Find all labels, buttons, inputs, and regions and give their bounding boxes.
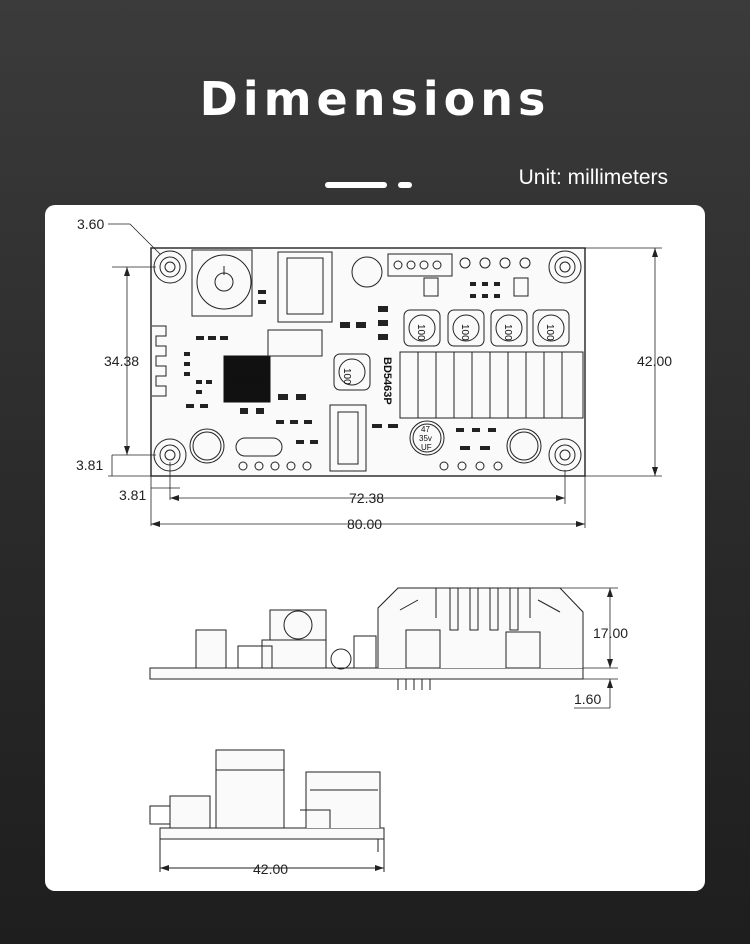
dsp-chip-label: ADSP2 xyxy=(229,375,265,387)
audio-jack xyxy=(329,404,367,472)
end-view xyxy=(149,749,385,872)
dim-hole-offset-horizontal: 3.81 xyxy=(119,487,146,503)
cap-unit: UF xyxy=(421,443,432,452)
decorative-dot xyxy=(398,182,412,188)
dim-hole-diameter: 3.60 xyxy=(77,216,104,232)
dim-pcb-thickness: 1.60 xyxy=(574,691,601,707)
dsp-chip xyxy=(223,355,271,403)
top-view xyxy=(150,247,586,477)
inductor-label: 100 xyxy=(502,324,513,341)
cap-voltage: 35v xyxy=(419,434,432,443)
potentiometer xyxy=(191,249,253,317)
antenna-trace xyxy=(152,325,167,397)
cap-value: 47 xyxy=(421,425,430,434)
dim-hole-spacing-horizontal: 72.38 xyxy=(349,490,384,506)
electrolytic-caps xyxy=(189,420,542,464)
dim-board-height: 42.00 xyxy=(637,353,672,369)
heatsink-top xyxy=(399,351,584,419)
dim-depth: 42.00 xyxy=(253,861,288,877)
side-view xyxy=(149,587,584,690)
pcb-outline xyxy=(150,247,586,477)
inductor-label: 100 xyxy=(459,324,470,341)
inductor-label: 100 xyxy=(415,324,426,341)
dim-total-height: 17.00 xyxy=(593,625,628,641)
dc-jack xyxy=(277,251,333,323)
page-title: Dimensions xyxy=(199,72,551,126)
inductor-label: 100 xyxy=(544,324,555,341)
side-connector xyxy=(267,329,323,357)
dimension-arrows xyxy=(124,248,658,527)
dim-hole-spacing-vertical: 34.38 xyxy=(104,353,139,369)
dim-hole-offset-vertical: 3.81 xyxy=(76,457,103,473)
inductor-label: 100 xyxy=(341,368,352,385)
pcb-end xyxy=(159,827,385,840)
inductors xyxy=(333,309,570,391)
dim-board-width: 80.00 xyxy=(347,516,382,532)
top-connector xyxy=(387,253,453,277)
cap-labels: 47 35v UF xyxy=(419,425,432,452)
unit-label: Unit: millimeters xyxy=(518,166,668,189)
pcb-side xyxy=(149,667,584,680)
inductor-labels: 100 100 100 100 100 xyxy=(341,324,555,385)
decorative-bar xyxy=(325,182,387,188)
top-dimension-lines xyxy=(108,223,662,528)
amp-chip-label: BD5463P xyxy=(381,357,393,405)
smd-components xyxy=(184,277,529,450)
